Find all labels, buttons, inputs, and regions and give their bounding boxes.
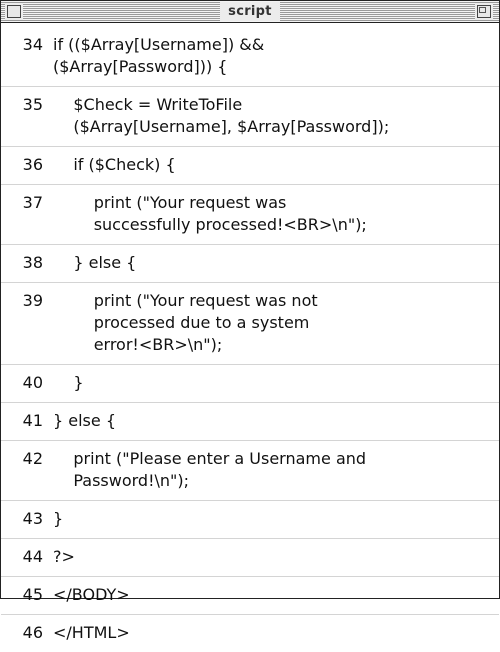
code-line: 43 } — [1, 501, 499, 539]
line-number: 35 — [22, 95, 43, 114]
line-number: 43 — [22, 509, 43, 528]
line-number: 44 — [22, 547, 43, 566]
code-line: 38 } else { — [1, 245, 499, 283]
code-text: } else { — [53, 411, 116, 430]
line-number: 39 — [22, 291, 43, 310]
line-number: 36 — [22, 155, 43, 174]
code-line: 37 print ("Your request was successfully… — [1, 185, 499, 245]
code-text: print ("Please enter a Username and Pass… — [73, 449, 367, 490]
code-line: 45 </BODY> — [1, 577, 499, 615]
window-title: script — [220, 2, 280, 21]
code-line: 44 ?> — [1, 539, 499, 577]
code-text: ?> — [53, 547, 75, 566]
code-text: print ("Your request was not processed d… — [93, 291, 318, 354]
code-line: 34 if (($Array[Username]) && ($Array[Pas… — [1, 27, 499, 87]
line-number: 37 — [22, 193, 43, 212]
code-text: if (($Array[Username]) && ($Array[Passwo… — [53, 35, 265, 76]
close-box-icon[interactable] — [7, 5, 21, 18]
code-line: 40 } — [1, 365, 499, 403]
code-text: } — [53, 373, 84, 392]
line-number: 34 — [22, 35, 43, 54]
code-line: 39 print ("Your request was not processe… — [1, 283, 499, 365]
line-number: 45 — [22, 585, 43, 604]
code-listing: 34 if (($Array[Username]) && ($Array[Pas… — [1, 23, 499, 652]
code-text: $Check = WriteToFile ($Array[Username], … — [73, 95, 390, 136]
code-line: 46 </HTML> — [1, 615, 499, 652]
zoom-box-icon[interactable] — [477, 5, 491, 18]
code-text: </HTML> — [53, 623, 130, 642]
line-number: 42 — [22, 449, 43, 468]
title-wrap: script — [1, 1, 499, 22]
code-text: } — [53, 509, 64, 528]
line-number: 46 — [22, 623, 43, 642]
title-bar[interactable]: script — [1, 1, 499, 23]
code-line: 36 if ($Check) { — [1, 147, 499, 185]
code-line: 42 print ("Please enter a Username and P… — [1, 441, 499, 501]
code-text: if ($Check) { — [53, 155, 176, 174]
code-line: 35 $Check = WriteToFile ($Array[Username… — [1, 87, 499, 147]
line-number: 38 — [22, 253, 43, 272]
code-line: 41 } else { — [1, 403, 499, 441]
line-number: 40 — [22, 373, 43, 392]
code-text: print ("Your request was successfully pr… — [93, 193, 367, 234]
code-text: } else { — [53, 253, 137, 272]
code-text: </BODY> — [53, 585, 130, 604]
line-number: 41 — [22, 411, 43, 430]
